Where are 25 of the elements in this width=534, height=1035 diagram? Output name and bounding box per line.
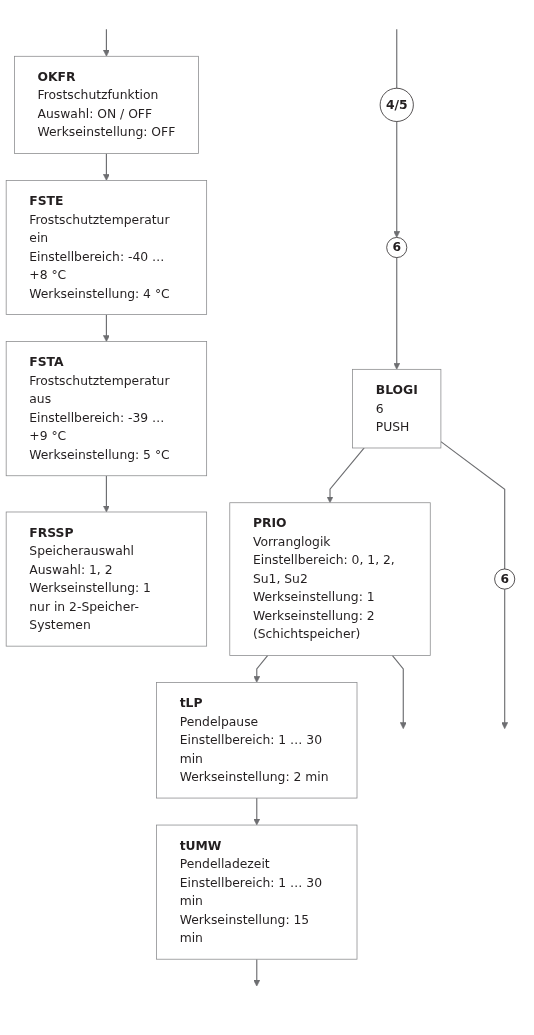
node-box: BLOGI 6 PUSH — [352, 368, 442, 449]
node-box: tUMW Pendelladezeit Einstellbereich: 1 … 30 min Werkseinstellung: 15 min — [156, 824, 358, 960]
connector — [396, 28, 398, 89]
arrow — [103, 28, 110, 57]
arrow — [326, 447, 365, 504]
arrow — [253, 654, 269, 683]
arrow — [393, 257, 401, 370]
node-box: PRIO Vorranglogik Einstellbereich: 0, 1, 2, Su1, Su2 Werkseinstellung: 1 Werkseinstellung: 2 (Schichtspeicher) — [229, 502, 431, 656]
node-circle: 4/5 — [379, 87, 414, 122]
arrow — [393, 120, 401, 238]
arrow — [501, 588, 509, 729]
node-box: tLP Pendelpause Einstellbereich: 1 … 30 min Werkseinstellung: 2 min — [156, 682, 358, 799]
node-circle: 6 — [386, 237, 408, 258]
arrow — [253, 958, 261, 987]
arrow — [103, 152, 110, 181]
node-circle: 6 — [494, 568, 516, 590]
node-box: FSTA Frostschutztemperatur aus Einstellbereich: -39 … +9 °C Werkseinstellung: 5 °C — [5, 341, 208, 477]
arrow — [103, 475, 110, 513]
node-box: OKFR Frostschutzfunktion Auswahl: ON / OFF Werkseinstellung: OFF — [14, 55, 199, 154]
arrow — [391, 654, 407, 729]
node-box: FSTE Frostschutztemperatur ein Einstellbereich: -40 … +8 °C Werkseinstellung: 4 °C — [5, 180, 208, 315]
node-box: FRSSP Speicherauswahl Auswahl: 1, 2 Werkseinstellung: 1 nur in 2-Speicher-Systemen — [5, 511, 208, 647]
connector — [440, 441, 506, 570]
arrow — [103, 314, 110, 342]
arrow — [253, 797, 261, 826]
